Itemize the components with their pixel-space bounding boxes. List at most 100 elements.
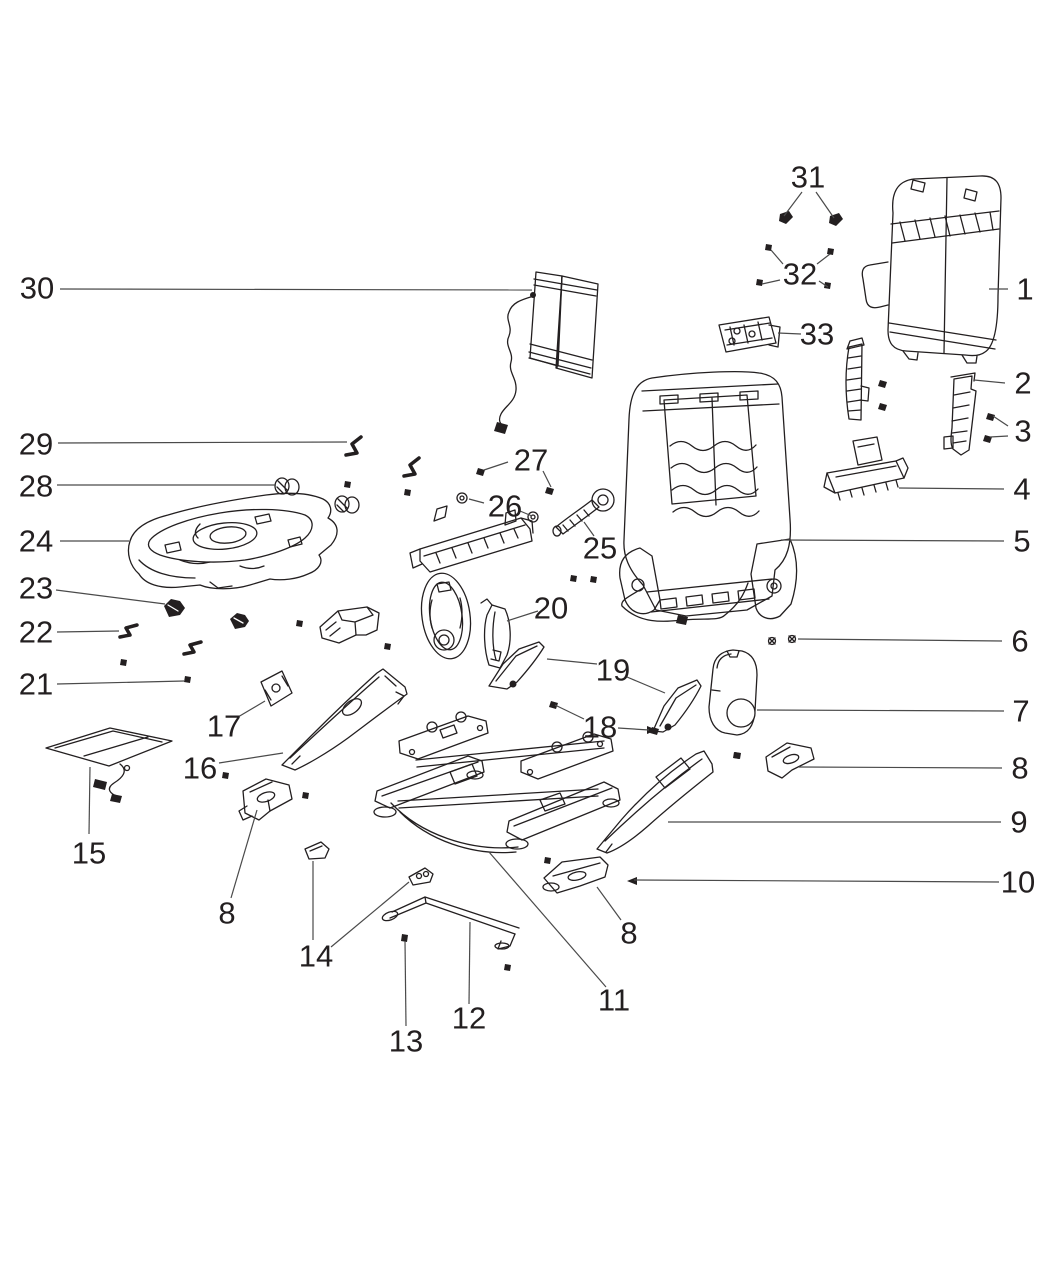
- screws-6-drawing: [767, 634, 797, 646]
- bracket-22-drawing: [118, 623, 203, 683]
- screw-10-drawing: [627, 752, 740, 885]
- leader-line-32: [816, 253, 831, 265]
- leader-line-7: [756, 709, 1005, 712]
- callout-label-25: 25: [582, 530, 618, 566]
- leader-line-14: [330, 881, 410, 948]
- callout-label-32: 32: [782, 256, 818, 292]
- leader-line-32: [818, 280, 829, 288]
- callout-label-5: 5: [1013, 523, 1031, 559]
- leader-line-25: [583, 521, 595, 537]
- seat-adjuster-drawing: [373, 711, 621, 854]
- callout-label-24: 24: [18, 523, 54, 559]
- leader-line-12: [468, 921, 471, 1005]
- callout-label-29: 29: [18, 426, 54, 462]
- callout-label-31: 31: [790, 159, 826, 195]
- bracket-8-bottom-drawing: [542, 856, 609, 894]
- callout-label-21: 21: [18, 666, 54, 702]
- leader-line-8: [230, 809, 258, 899]
- screw-3-drawing: [983, 413, 995, 443]
- seat-back-frame-drawing: [570, 370, 798, 625]
- recliner-cover-drawing: [708, 649, 758, 759]
- callout-label-27: 27: [513, 442, 549, 478]
- callout-label-7: 7: [1012, 693, 1030, 729]
- callout-label-6: 6: [1011, 623, 1029, 659]
- leader-line-26: [519, 510, 533, 517]
- callout-label-3: 3: [1014, 413, 1032, 449]
- clips-14-drawing: [304, 841, 434, 886]
- callout-label-9: 9: [1010, 804, 1028, 840]
- leader-line-13: [404, 940, 407, 1027]
- leader-line-27: [542, 470, 552, 488]
- leader-line-32: [770, 249, 784, 265]
- leader-line-26: [468, 498, 485, 504]
- leader-line-21: [56, 680, 185, 685]
- bracket-8-right-drawing: [765, 742, 815, 779]
- leader-line-3: [992, 415, 1009, 427]
- cushion-pan-drawing: [127, 492, 338, 590]
- callout-label-30: 30: [19, 270, 55, 306]
- leader-line-8: [798, 766, 1003, 769]
- leader-line-2: [973, 379, 1006, 384]
- leader-line-15: [88, 766, 91, 835]
- callout-label-33: 33: [799, 316, 835, 352]
- callout-label-23: 23: [18, 570, 54, 606]
- leader-line-20: [506, 610, 539, 622]
- fasteners-26-27-drawing: [456, 468, 554, 523]
- callout-label-17: 17: [206, 708, 242, 744]
- leader-line-31: [815, 191, 835, 219]
- callout-label-14: 14: [298, 938, 334, 974]
- plate-17-drawing: [260, 670, 293, 707]
- callout-label-20: 20: [533, 590, 569, 626]
- seat-back-reinforcement-drawing: [845, 337, 977, 456]
- belt-guide-bracket-drawing: [823, 436, 909, 501]
- callout-label-22: 22: [18, 614, 54, 650]
- heater-pad-drawing: [494, 271, 599, 434]
- leader-line-4: [898, 487, 1005, 490]
- callout-label-8: 8: [1011, 750, 1029, 786]
- leader-line-5: [780, 539, 1005, 542]
- recliner-rosette-drawing: [420, 572, 472, 660]
- callout-label-10: 10: [1000, 864, 1036, 900]
- leader-line-10: [633, 879, 1000, 883]
- callout-label-11: 11: [597, 982, 631, 1018]
- callout-label-12: 12: [451, 1000, 487, 1036]
- bracket-8-left-drawing: [238, 778, 293, 821]
- leader-line-33: [777, 332, 802, 335]
- callout-label-8: 8: [218, 895, 236, 931]
- leader-line-23: [55, 589, 166, 605]
- leader-line-30: [59, 288, 533, 291]
- leader-line-31: [783, 191, 803, 217]
- leader-line-3: [989, 435, 1009, 438]
- shield-9-drawing: [596, 750, 714, 854]
- towel-bar-drawing: [381, 896, 520, 971]
- callout-label-8: 8: [620, 915, 638, 951]
- sensor-mat-drawing: [45, 727, 173, 803]
- leader-line-6: [797, 638, 1003, 642]
- leader-line-32: [761, 279, 781, 285]
- callout-label-2: 2: [1014, 365, 1032, 401]
- callout-label-13: 13: [388, 1023, 424, 1059]
- leader-line-16: [218, 752, 284, 764]
- leader-line-18: [617, 727, 650, 731]
- leader-line-19: [546, 658, 598, 665]
- callout-label-19: 19: [595, 652, 631, 688]
- leader-line-11: [488, 851, 607, 988]
- leader-line-27: [483, 461, 509, 471]
- clamp-23-drawing: [164, 599, 249, 629]
- screws-31-32-drawing: [756, 211, 843, 289]
- recliner-handle-drawing: [552, 488, 615, 537]
- leader-line-8: [596, 886, 622, 921]
- callout-label-16: 16: [182, 750, 218, 786]
- latch-33-drawing: [718, 316, 781, 353]
- bracket-29-drawing: [344, 435, 421, 496]
- leader-line-18: [554, 704, 585, 720]
- callout-label-4: 4: [1013, 471, 1031, 507]
- crossmember-drawing: [409, 505, 534, 573]
- callout-label-15: 15: [71, 835, 107, 871]
- shield-20-drawing: [480, 598, 511, 669]
- shield-16-drawing: [222, 620, 408, 799]
- leader-line-29: [57, 441, 348, 444]
- callout-label-28: 28: [18, 468, 54, 504]
